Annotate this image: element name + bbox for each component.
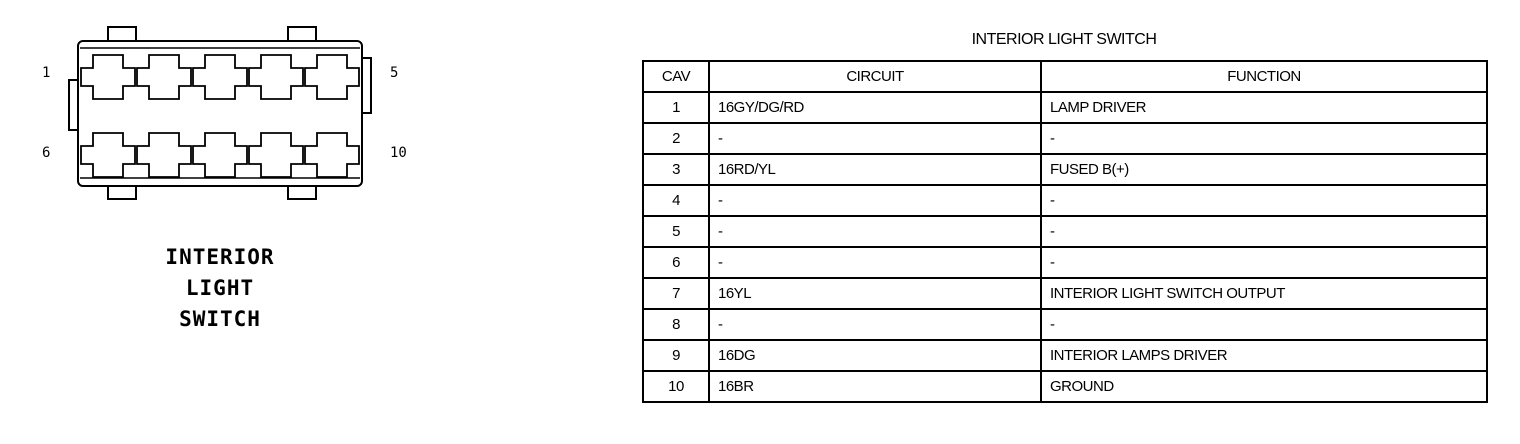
- table-row: 6--: [642, 246, 1488, 279]
- cavity-5: [304, 54, 360, 100]
- cavity-8: [192, 132, 248, 178]
- cavity-4: [248, 54, 304, 100]
- cavity-6: [80, 132, 136, 178]
- circuit-cell: 16GY/DG/RD: [708, 91, 1042, 124]
- circuit-cell: 16BR: [708, 370, 1042, 403]
- circuit-cell: -: [708, 215, 1042, 248]
- circuit-cell: -: [708, 308, 1042, 341]
- connector-face-drawing: [68, 26, 372, 200]
- function-cell: LAMP DRIVER: [1040, 91, 1488, 124]
- cavity-10: [304, 132, 360, 178]
- function-cell: -: [1040, 246, 1488, 279]
- circuit-cell: -: [708, 122, 1042, 155]
- function-cell: GROUND: [1040, 370, 1488, 403]
- connector-name-line-1: INTERIOR: [165, 245, 275, 269]
- header-circuit: CIRCUIT: [708, 60, 1042, 93]
- table-row: 8--: [642, 308, 1488, 341]
- connector-name-line-2: LIGHT: [185, 276, 255, 300]
- pin-label-10: 10: [390, 145, 407, 161]
- function-cell: FUSED B(+): [1040, 153, 1488, 186]
- circuit-cell: -: [708, 246, 1042, 279]
- header-function: FUNCTION: [1040, 60, 1488, 93]
- cavity-2: [136, 54, 192, 100]
- circuit-cell: -: [708, 184, 1042, 217]
- cav-cell: 5: [642, 215, 710, 248]
- table-row: 2--: [642, 122, 1488, 155]
- cav-cell: 9: [642, 339, 710, 372]
- cav-cell: 1: [642, 91, 710, 124]
- cavity-9: [248, 132, 304, 178]
- circuit-cell: 16YL: [708, 277, 1042, 310]
- function-cell: -: [1040, 215, 1488, 248]
- cavity-3: [192, 54, 248, 100]
- function-cell: INTERIOR LAMPS DRIVER: [1040, 339, 1488, 372]
- cav-cell: 4: [642, 184, 710, 217]
- cav-cell: 7: [642, 277, 710, 310]
- function-cell: INTERIOR LIGHT SWITCH OUTPUT: [1040, 277, 1488, 310]
- connector-name: INTERIOR LIGHT SWITCH: [80, 242, 360, 335]
- function-cell: -: [1040, 308, 1488, 341]
- table-header-row: CAV CIRCUIT FUNCTION: [642, 60, 1488, 93]
- table-row: 5--: [642, 215, 1488, 248]
- cav-cell: 3: [642, 153, 710, 186]
- function-cell: -: [1040, 184, 1488, 217]
- cav-cell: 2: [642, 122, 710, 155]
- table-row: 4--: [642, 184, 1488, 217]
- connector-name-line-3: SWITCH: [179, 307, 261, 331]
- pin-label-5: 5: [390, 65, 399, 81]
- function-cell: -: [1040, 122, 1488, 155]
- cav-cell: 8: [642, 308, 710, 341]
- pin-label-6: 6: [42, 145, 51, 161]
- cav-cell: 10: [642, 370, 710, 403]
- cavity-1: [80, 54, 136, 100]
- pin-label-1: 1: [42, 65, 51, 81]
- header-cav: CAV: [642, 60, 710, 93]
- connector-diagram: 1 5 6 10 INTERIOR LIGHT SWITCH: [0, 0, 420, 444]
- circuit-cell: 16DG: [708, 339, 1042, 372]
- circuit-cell: 16RD/YL: [708, 153, 1042, 186]
- cavity-7: [136, 132, 192, 178]
- cav-cell: 6: [642, 246, 710, 279]
- table-title: INTERIOR LIGHT SWITCH: [971, 31, 1157, 48]
- cavity-grid: [80, 54, 360, 178]
